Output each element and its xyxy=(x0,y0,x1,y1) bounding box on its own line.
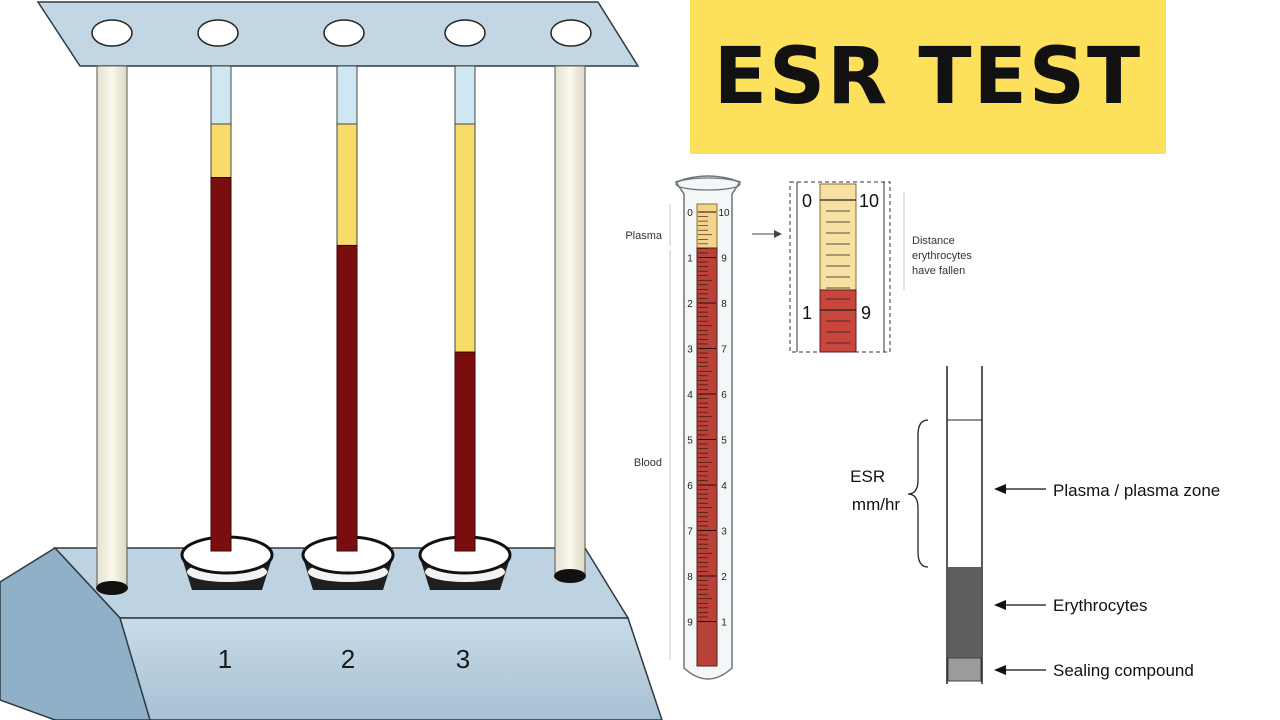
zoom-bottom-left: 1 xyxy=(802,303,812,323)
tube-scale-left: 1 xyxy=(687,254,693,265)
tube-scale-left: 6 xyxy=(687,481,693,492)
zoom-detail: 0 10 1 9 Distance erythrocytes have fall… xyxy=(789,181,975,353)
tube-holders xyxy=(180,535,512,590)
stand-tube-3-blood xyxy=(454,351,476,552)
zone-erythrocytes xyxy=(948,567,981,658)
stand-base-front xyxy=(118,617,663,720)
stand-tube-2-blood xyxy=(336,244,358,552)
zoom-plasma xyxy=(819,183,857,291)
left-support-rod xyxy=(96,65,128,587)
tube-scale-left: 4 xyxy=(687,390,693,401)
arrow-plasma xyxy=(994,484,1046,494)
tube-scale-right: 1 xyxy=(721,618,727,629)
stand-tube-1-blood xyxy=(210,177,232,552)
zones-diagram: ESR mm/hr Plasma / plasma zone Erythrocy… xyxy=(850,366,1220,684)
zone-sealing-compound xyxy=(947,657,982,682)
tube-scale-left: 0 xyxy=(687,208,693,219)
zoom-tick-marks xyxy=(820,199,856,344)
right-support-rod xyxy=(554,65,586,577)
label-plasma: Plasma xyxy=(625,230,663,242)
tube-scale-left: 8 xyxy=(687,572,693,583)
tube-scale-left: 5 xyxy=(687,436,693,447)
tube-scale-left: 9 xyxy=(687,618,693,629)
tube-scale-right: 8 xyxy=(721,299,727,310)
tube-number-2: 2 xyxy=(341,644,355,674)
esr-label: ESR mm/hr xyxy=(850,467,900,514)
stand-tube-2-glass xyxy=(336,65,358,125)
tube-scale-left: 3 xyxy=(687,345,693,356)
label-sealing-compound: Sealing compound xyxy=(1053,661,1194,680)
stand-tube-3-glass xyxy=(454,65,476,125)
tube-scale-right: 6 xyxy=(721,390,727,401)
tube-number-3: 3 xyxy=(456,644,470,674)
stand-base-side xyxy=(0,547,153,720)
arrow-sealing xyxy=(994,665,1046,675)
page-title: ESR TEST xyxy=(713,32,1143,122)
stand-tube-3-plasma xyxy=(454,123,476,353)
stand-tubes xyxy=(210,65,476,552)
label-blood: Blood xyxy=(634,457,662,469)
tube-scale-labels: 0 1 2 3 4 5 6 7 8 9 10 9 8 7 6 5 4 3 2 1 xyxy=(687,208,730,629)
tube-scale-right: 4 xyxy=(721,481,727,492)
zoom-bottom-right: 9 xyxy=(861,303,871,323)
tube-scale-left: 7 xyxy=(687,527,693,538)
westergren-stand: 1 2 3 xyxy=(0,1,663,720)
label-erythrocytes: Erythrocytes xyxy=(1053,596,1147,615)
stand-tube-2-plasma xyxy=(336,123,358,246)
zoom-top-left: 0 xyxy=(802,191,812,211)
zoom-caption: Distance erythrocytes have fallen xyxy=(912,235,975,277)
graduated-tube: Plasma Blood 0 1 2 3 4 5 6 7 8 9 10 9 8 7 6 5 4 3 2 1 xyxy=(625,175,782,680)
tube-number-1: 1 xyxy=(218,644,232,674)
tube-scale-right: 9 xyxy=(721,254,727,265)
stand-tube-1-glass xyxy=(210,65,232,125)
tube-scale-right: 3 xyxy=(721,527,727,538)
stand-tube-1-plasma xyxy=(210,123,232,179)
tube-scale-right: 10 xyxy=(718,208,730,219)
title-banner: ESR TEST xyxy=(690,0,1166,154)
tube-scale-right: 5 xyxy=(721,436,727,447)
tube-scale-right: 2 xyxy=(721,572,727,583)
tube-tick-marks xyxy=(698,211,716,623)
tube-blood-column xyxy=(696,247,718,667)
esr-brace xyxy=(907,419,929,568)
tube-scale-right: 7 xyxy=(721,345,727,356)
arrow-erythrocytes xyxy=(994,600,1046,610)
zoom-top-right: 10 xyxy=(859,191,879,211)
tube-scale-left: 2 xyxy=(687,299,693,310)
label-plasma-zone: Plasma / plasma zone xyxy=(1053,481,1220,500)
top-bar-holes xyxy=(91,19,592,47)
tube-plasma-column xyxy=(696,203,718,249)
